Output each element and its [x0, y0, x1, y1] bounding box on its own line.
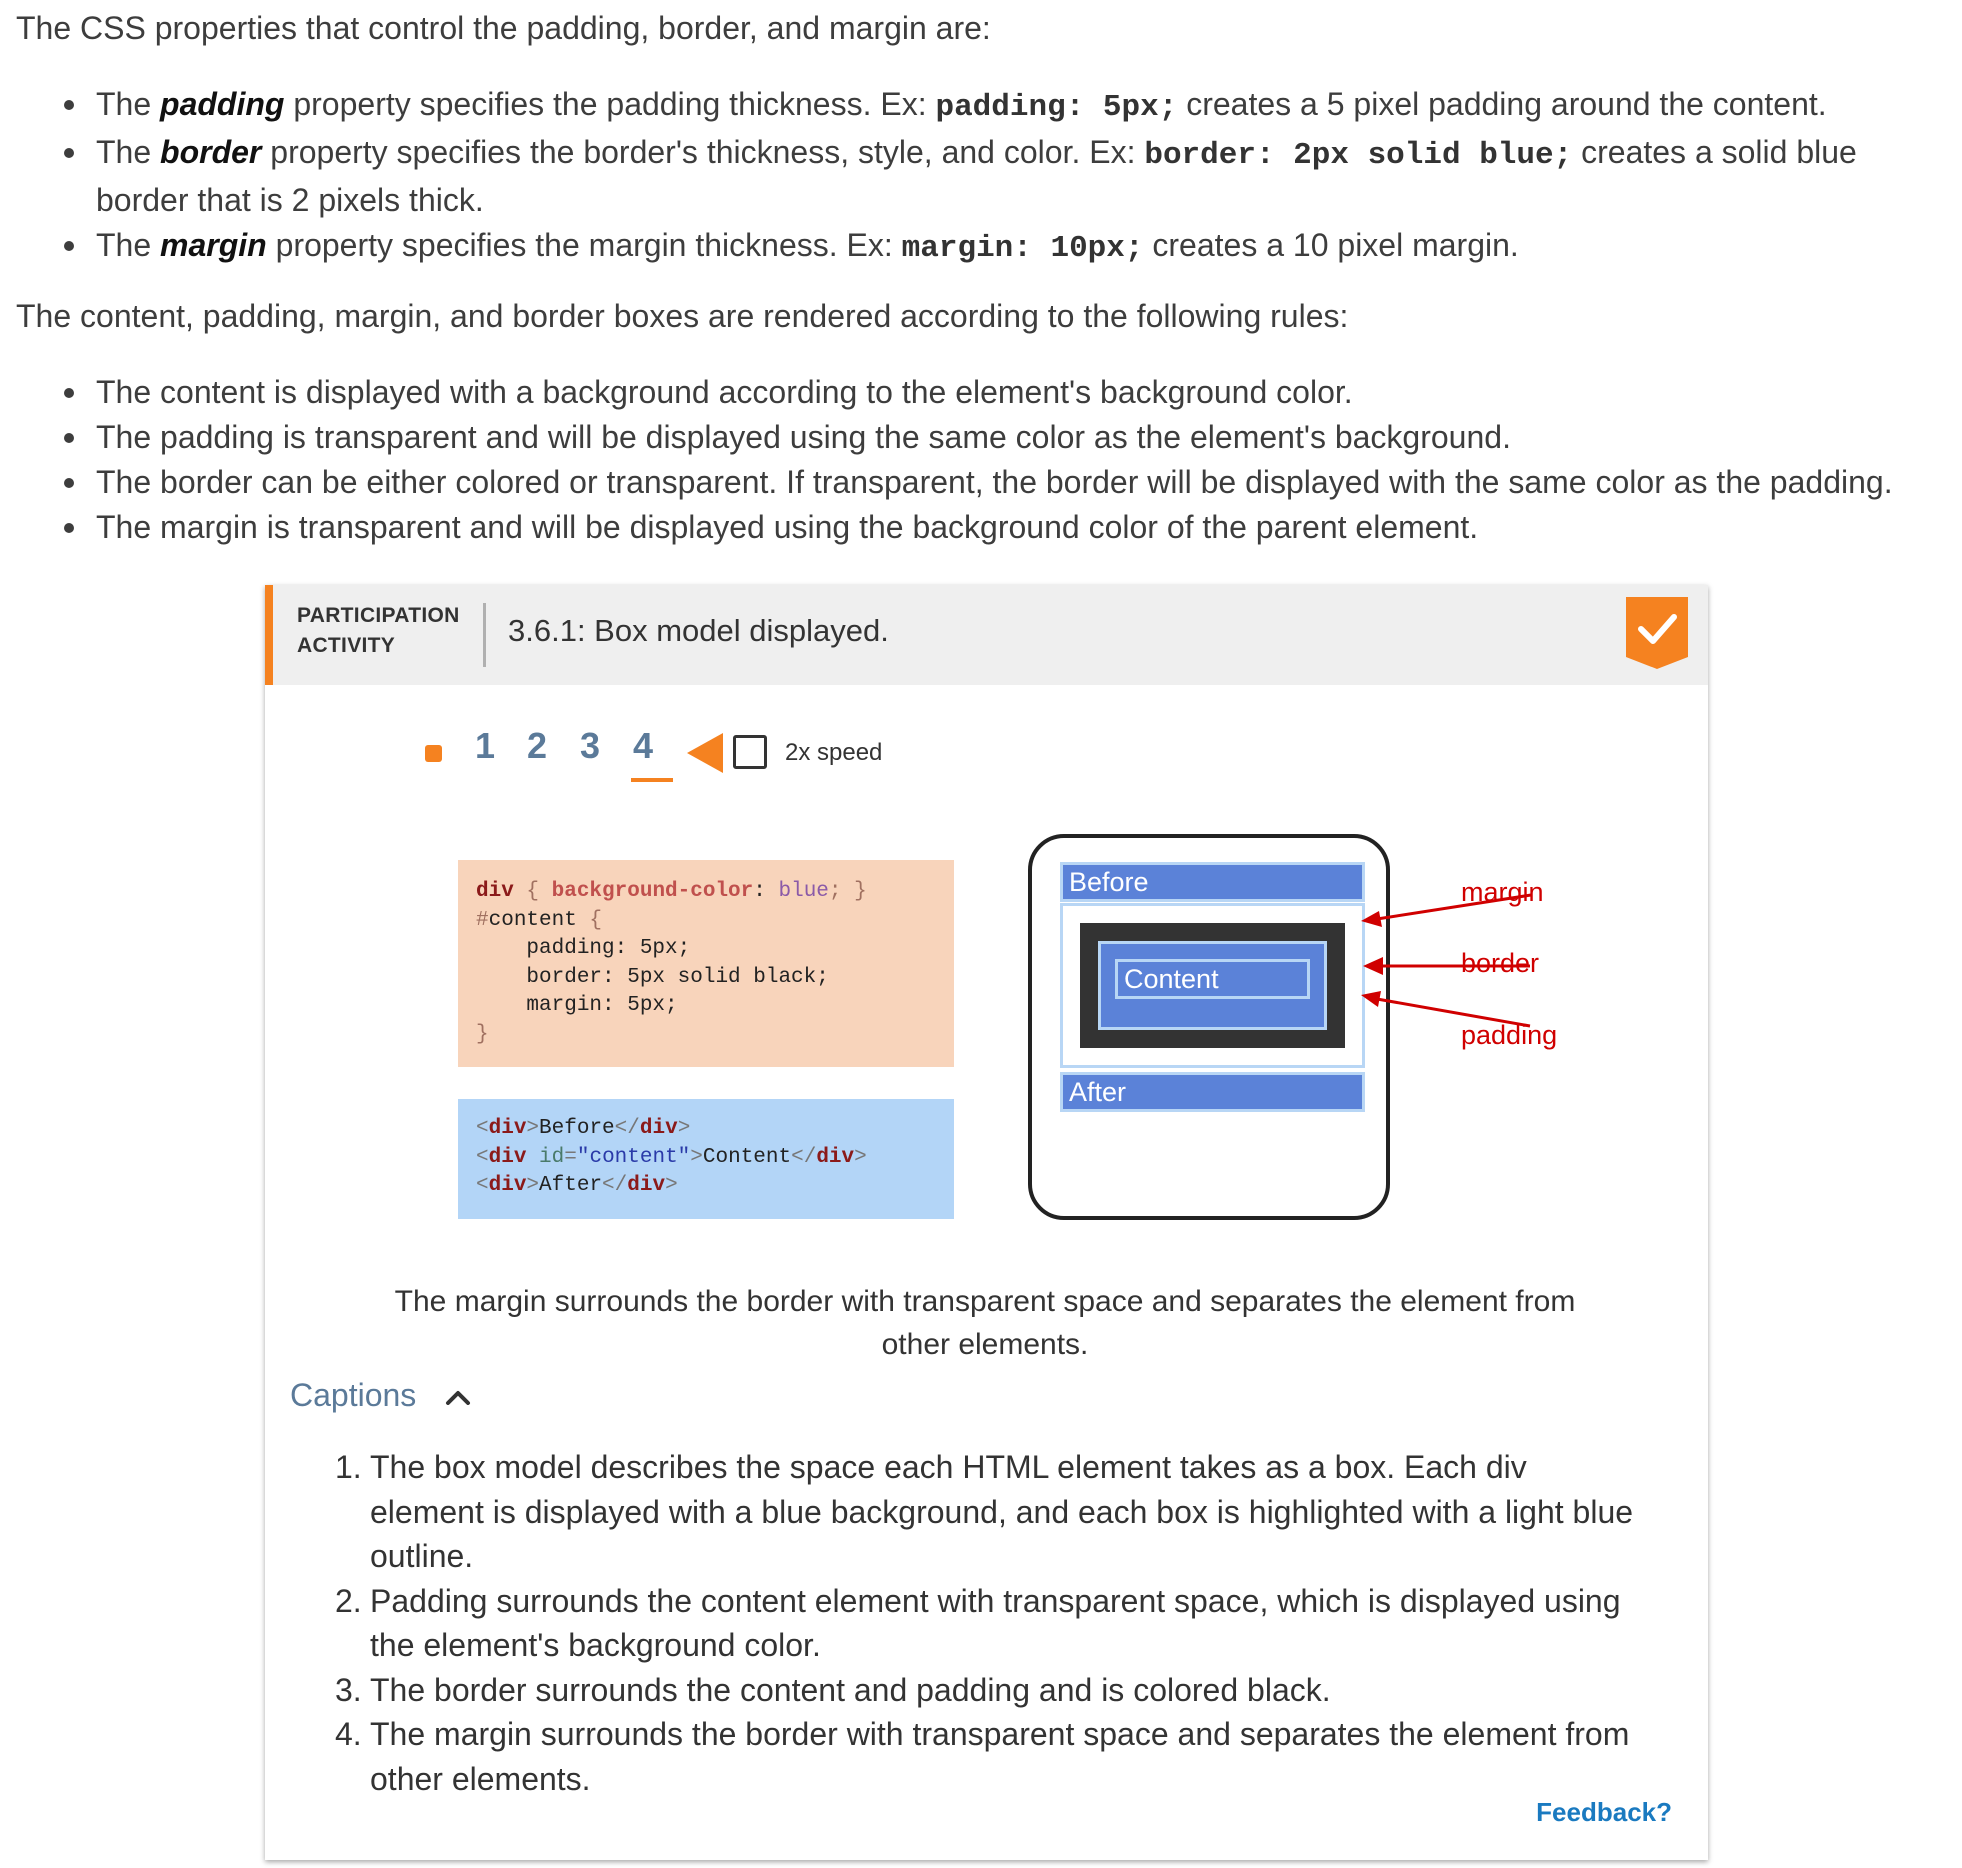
- speed-label: 2x speed: [785, 739, 883, 766]
- list-item: 4.The margin surrounds the border with t…: [335, 1716, 1630, 1797]
- current-step-caption: The margin surrounds the border with tra…: [394, 1285, 1576, 1361]
- after-div-box: After: [1060, 1072, 1365, 1112]
- list-item: 3.The border surrounds the content and p…: [335, 1671, 1331, 1708]
- bullet-icon: [64, 478, 74, 488]
- content-div-box: Content: [1115, 959, 1310, 999]
- play-back-triangle-icon[interactable]: [687, 733, 723, 773]
- list-item: 2.Padding surrounds the content element …: [335, 1582, 1621, 1664]
- checkbox-icon[interactable]: [733, 735, 767, 769]
- activity-header: PARTICIPATION ACTIVITY 3.6.1: Box model …: [265, 585, 1708, 685]
- bullet-icon: [64, 241, 74, 251]
- bullet-icon: [64, 388, 74, 398]
- bullet-icon: [64, 100, 74, 110]
- code-example: margin: 10px;: [901, 231, 1144, 266]
- bullet-icon: [64, 433, 74, 443]
- list-item: The padding property specifies the paddi…: [60, 82, 1940, 130]
- code-example: border: 2px solid blue;: [1144, 138, 1573, 173]
- term-margin: margin: [160, 227, 267, 263]
- margin-arrow: [1376, 893, 1532, 921]
- step-4-button[interactable]: 4: [633, 725, 654, 766]
- bullet-icon: [64, 523, 74, 533]
- step-1-button[interactable]: 1: [475, 725, 496, 766]
- intro-lead-1: The CSS properties that control the padd…: [16, 10, 991, 46]
- list-item: The padding is transparent and will be d…: [60, 415, 1940, 460]
- rules-list: The content is displayed with a backgrou…: [60, 370, 1940, 550]
- activity-title: 3.6.1: Box model displayed.: [508, 613, 889, 648]
- annotation-arrows: [1361, 893, 1532, 1028]
- border-label: border: [1461, 948, 1540, 978]
- list-item: The border can be either colored or tran…: [60, 460, 1940, 505]
- step-2-button[interactable]: 2: [527, 725, 548, 766]
- css-code-block: div { background-color: blue; } #content…: [458, 860, 954, 1067]
- participation-activity-card: PARTICIPATION ACTIVITY 3.6.1: Box model …: [265, 585, 1708, 1860]
- term-padding: padding: [160, 86, 285, 122]
- list-item: The content is displayed with a backgrou…: [60, 370, 1940, 415]
- stop-square-icon[interactable]: [425, 745, 442, 762]
- properties-list: The padding property specifies the paddi…: [60, 82, 1940, 271]
- padding-label: padding: [1461, 1020, 1558, 1050]
- captions-list: 1.The box model describes the space each…: [335, 1445, 1635, 1801]
- padding-arrow: [1376, 997, 1531, 1028]
- list-item: The border property specifies the border…: [60, 130, 1940, 223]
- captions-toggle[interactable]: Captions: [290, 1377, 417, 1413]
- header-divider: [483, 603, 486, 667]
- chevron-up-icon[interactable]: [445, 1389, 471, 1405]
- list-item: 1.The box model describes the space each…: [335, 1449, 1634, 1574]
- step-3-button[interactable]: 3: [580, 725, 601, 766]
- feedback-link[interactable]: Feedback?: [1536, 1797, 1672, 1827]
- activity-type-label: PARTICIPATION ACTIVITY: [297, 604, 460, 657]
- active-step-indicator: [631, 778, 673, 782]
- html-code-block: <div>Before</div> <div id="content">Cont…: [458, 1099, 954, 1219]
- before-div-box: Before: [1060, 862, 1365, 902]
- term-border: border: [160, 134, 262, 170]
- bullet-icon: [64, 148, 74, 158]
- list-item: The margin property specifies the margin…: [60, 223, 1940, 271]
- check-icon: [1626, 597, 1688, 669]
- margin-label: margin: [1461, 877, 1544, 907]
- intro-lead-2: The content, padding, margin, and border…: [16, 298, 1349, 334]
- code-example: padding: 5px;: [935, 90, 1178, 125]
- list-item: The margin is transparent and will be di…: [60, 505, 1940, 550]
